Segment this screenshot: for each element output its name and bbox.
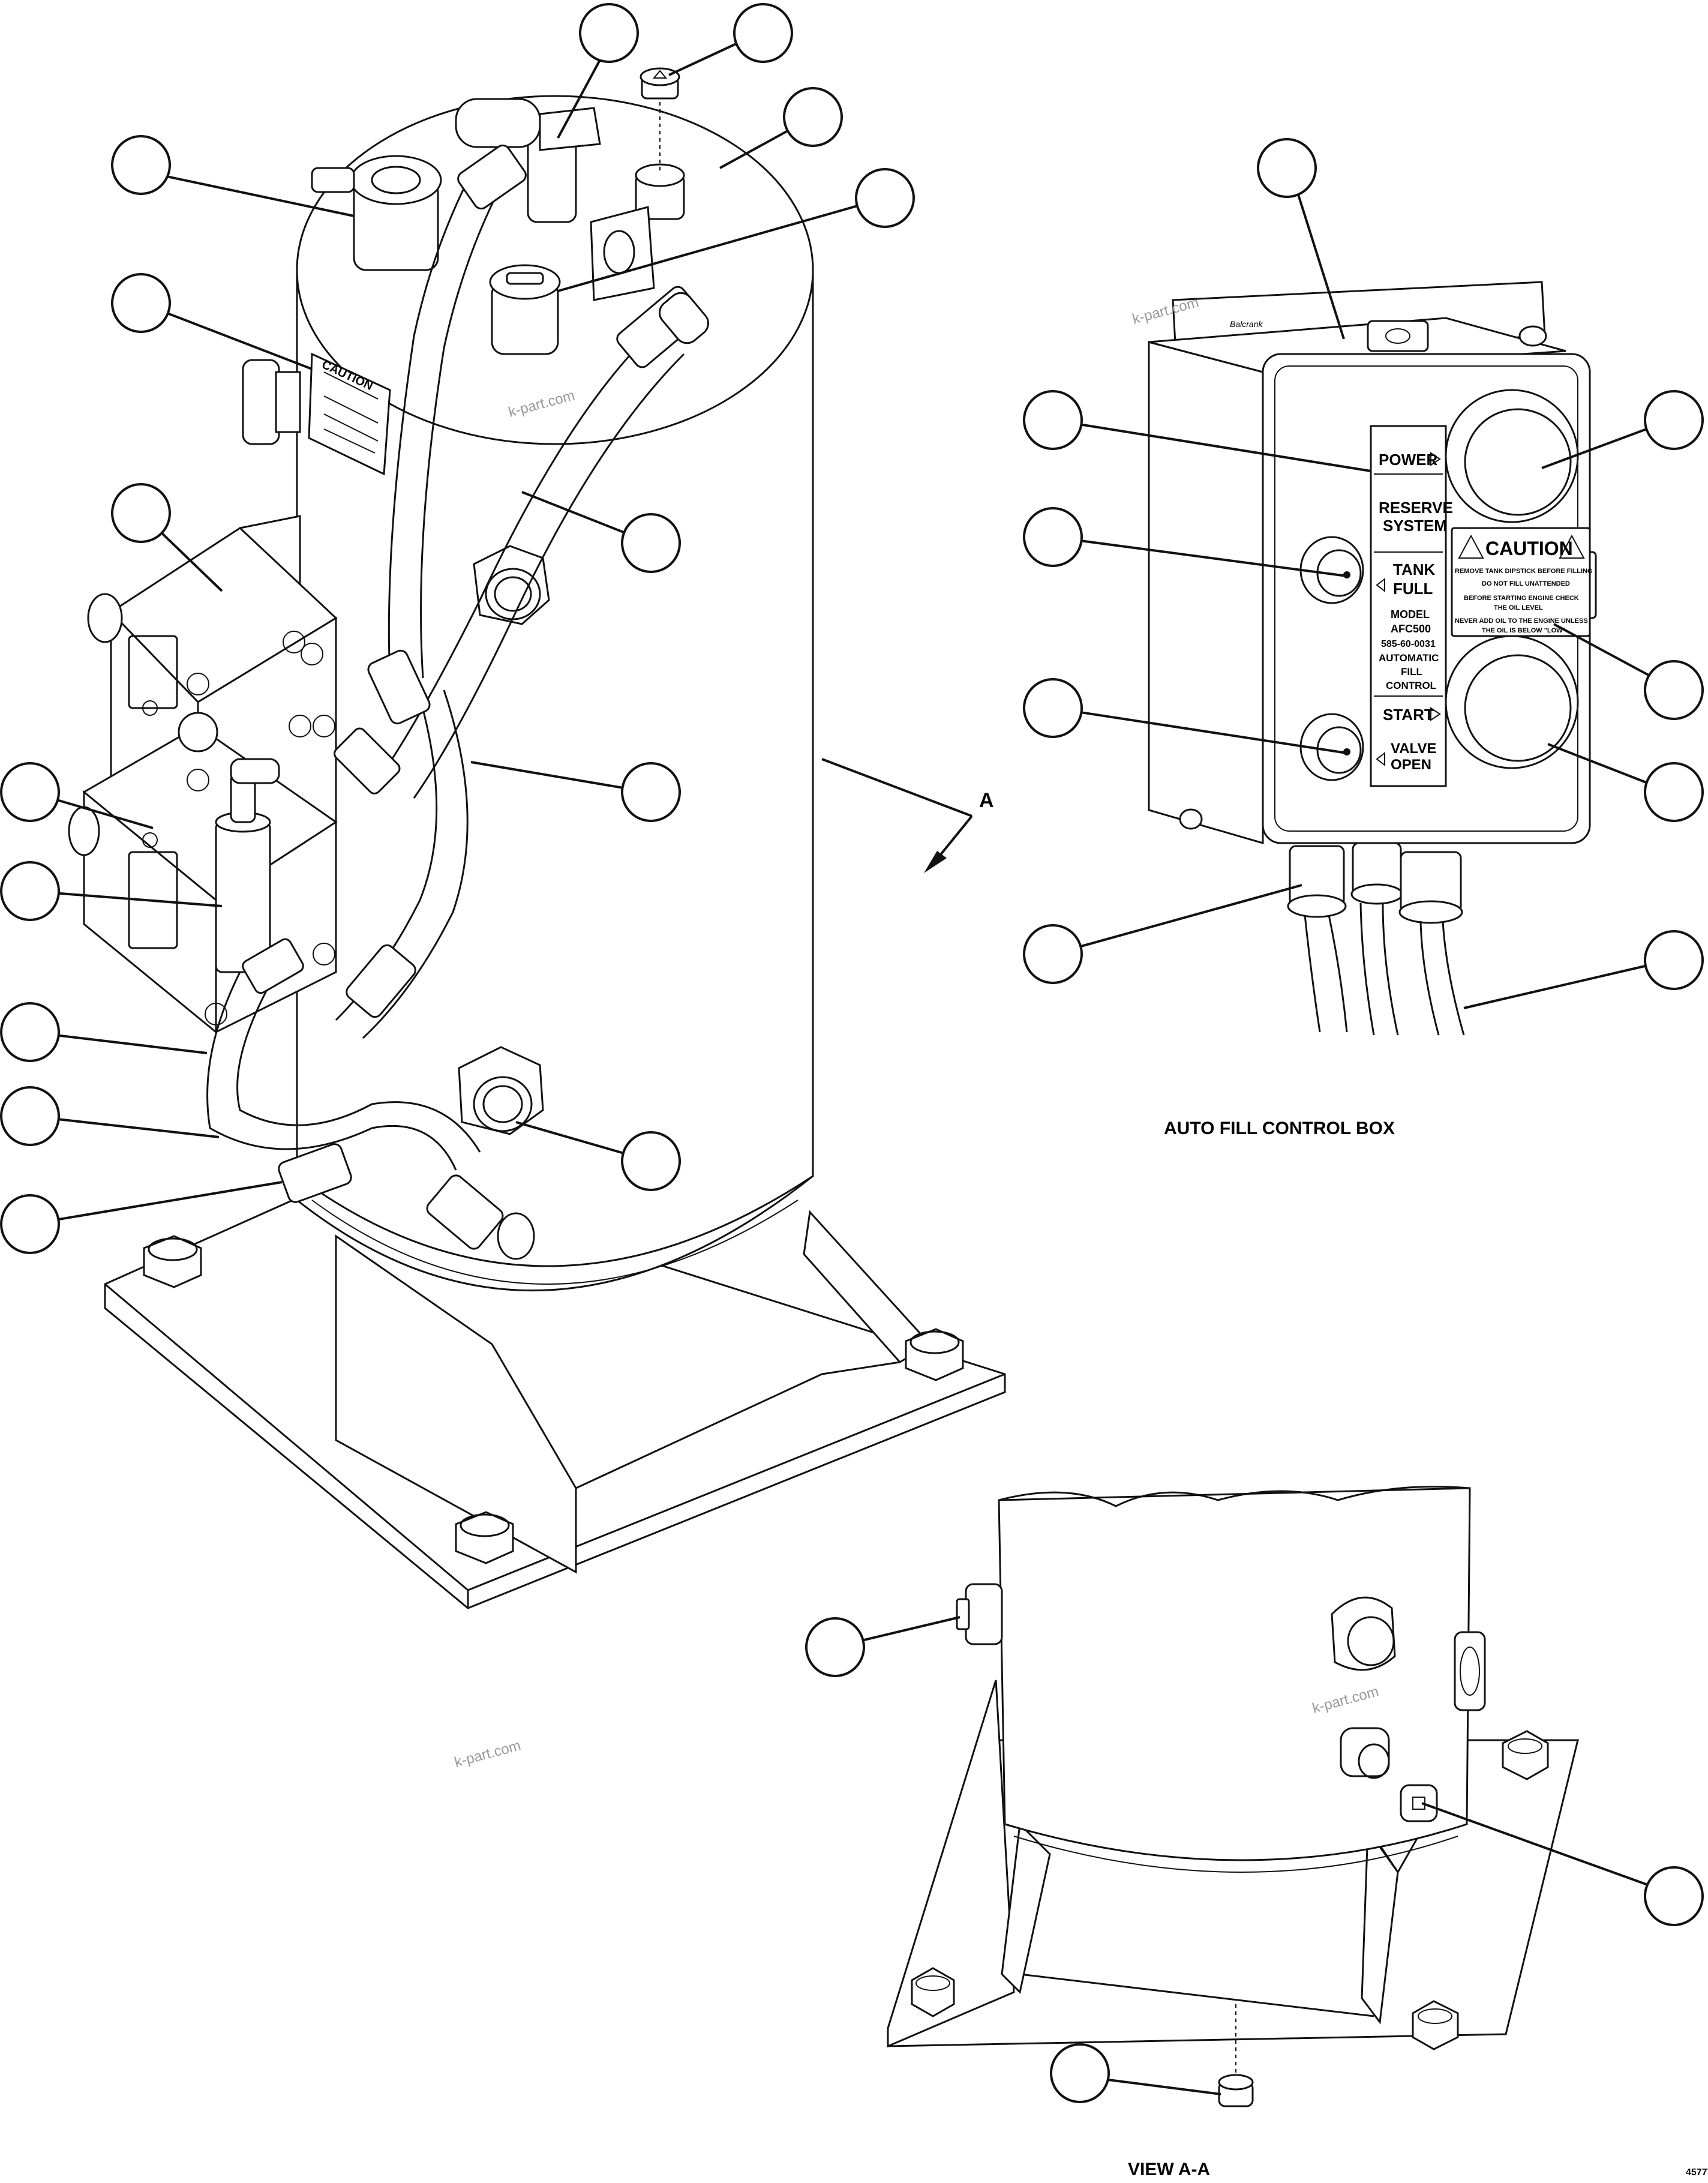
main-tank-assembly: CAUTION (68, 67, 1006, 1609)
callout-bubble (1644, 660, 1704, 720)
drain-hose (206, 938, 535, 1260)
label-model-3: 585-60-0031 (1381, 639, 1436, 649)
callout-bubble (1644, 1866, 1704, 1926)
sheet-code: 45777 (1686, 2167, 1708, 2178)
callout-bubble (1023, 390, 1083, 450)
label-model-5: FILL (1401, 666, 1422, 677)
valve-open-indicator-lens (1445, 635, 1579, 769)
view-large-port (1331, 1596, 1396, 1671)
base-bolt (455, 1511, 514, 1564)
callout-bubble (621, 762, 681, 822)
section-label-a: A (979, 789, 994, 812)
callout-bubble (1023, 507, 1083, 567)
label-valve-2: OPEN (1391, 757, 1431, 773)
power-indicator-lens (1445, 389, 1579, 523)
caution-line-2: DO NOT FILL UNATTENDED (1482, 580, 1570, 587)
watermark: k-part.com (453, 1737, 523, 1770)
control-box-caution-label: CAUTION REMOVE TANK DIPSTICK BEFORE FILL… (1451, 527, 1593, 637)
label-reserve-2: SYSTEM (1383, 517, 1447, 535)
tank-side-port-lower (458, 1046, 544, 1135)
base-bolt (143, 1235, 202, 1288)
view-left-port-fitting (956, 1583, 1003, 1645)
callout-bubble (1644, 930, 1704, 990)
callouts (0, 3, 1704, 2103)
callout-bubble (0, 861, 60, 921)
control-label-strip (1370, 425, 1447, 787)
callout-bubble (783, 87, 843, 147)
label-tank-1: TANK (1393, 560, 1436, 578)
view-a-a-assembly (886, 1486, 1579, 2107)
control-box-caption: AUTO FILL CONTROL BOX (1164, 1119, 1395, 1138)
caution-title: CAUTION (1485, 538, 1573, 559)
callout-bubble (111, 273, 171, 333)
callout-bubble (0, 1086, 60, 1146)
callout-bubble (1644, 762, 1704, 822)
nameplate-text: Balcrank (1230, 319, 1263, 329)
view-a-a-caption: VIEW A-A (1128, 2160, 1210, 2179)
supply-hose-upper (388, 144, 527, 679)
caution-line-1: REMOVE TANK DIPSTICK BEFORE FILLING (1455, 568, 1593, 575)
caution-line-5: NEVER ADD OIL TO THE ENGINE UNLESS (1455, 617, 1588, 625)
label-start: START (1383, 706, 1434, 724)
callout-bubble (579, 3, 639, 63)
tank-caution-decal: CAUTION (308, 352, 391, 476)
label-model-1: MODEL (1391, 608, 1430, 620)
section-a-arrow: A (821, 758, 994, 873)
callout-bubble (855, 168, 915, 228)
callout-bubble (733, 3, 793, 63)
fill-hose (377, 286, 710, 799)
return-hose (334, 649, 469, 1039)
view-square-plug (1400, 1784, 1438, 1822)
label-model-2: AFC500 (1391, 623, 1431, 635)
caution-line-4: THE OIL LEVEL (1494, 604, 1543, 611)
top-plug-detail (640, 67, 680, 100)
view-base-bolt (1502, 1730, 1549, 1780)
top-breather-fitting (311, 155, 442, 271)
view-base-bolt (911, 1967, 955, 2017)
control-cables (1304, 902, 1465, 1036)
tank-full-indicator-button[interactable] (1299, 536, 1364, 604)
cable-gland-left (1287, 845, 1347, 918)
view-base-bolt (1412, 2000, 1459, 2050)
label-model-6: CONTROL (1386, 680, 1436, 691)
callout-bubble (0, 1002, 60, 1062)
callout-bubble (111, 483, 171, 543)
label-power: POWER (1379, 451, 1437, 469)
callout-bubble (1257, 138, 1317, 198)
solenoid-valve (215, 758, 280, 973)
control-box-side (1148, 341, 1264, 844)
callout-bubble (621, 1131, 681, 1191)
label-model-4: AUTOMATIC (1379, 652, 1439, 664)
dipstick-cap (489, 264, 561, 355)
label-reserve-1: RESERVE (1379, 499, 1453, 517)
view-tank-body (998, 1487, 1471, 1861)
view-small-port (1340, 1727, 1390, 1779)
callout-bubble (0, 1194, 60, 1254)
callout-bubble (111, 135, 171, 195)
caution-line-3: BEFORE STARTING ENGINE CHECK (1464, 595, 1579, 602)
drain-plug (1218, 2074, 1254, 2107)
label-tank-2: FULL (1393, 580, 1433, 598)
top-elbow-fitting (455, 98, 601, 223)
side-sight-gauge (242, 359, 301, 445)
callout-bubble (1050, 2043, 1110, 2103)
cable-gland-right (1398, 851, 1463, 924)
callout-bubble (805, 1617, 865, 1677)
auto-fill-control-box: Balcrank POWER RESERVE SYSTEM TANK FULL … (1148, 281, 1597, 1036)
view-right-port-fitting (1454, 1631, 1486, 1711)
callout-bubble (1023, 924, 1083, 984)
callout-bubble (1644, 390, 1704, 450)
callout-bubble (0, 762, 60, 822)
base-bolt (905, 1328, 964, 1381)
label-valve-1: VALVE (1391, 740, 1436, 757)
caution-line-6: THE OIL IS BELOW "LOW" (1482, 627, 1566, 634)
tank-side-port-upper (473, 545, 550, 625)
cable-gland-center (1350, 842, 1403, 905)
top-mount-bracket (590, 206, 655, 301)
callout-bubble (1023, 678, 1083, 738)
callout-bubble (621, 513, 681, 573)
